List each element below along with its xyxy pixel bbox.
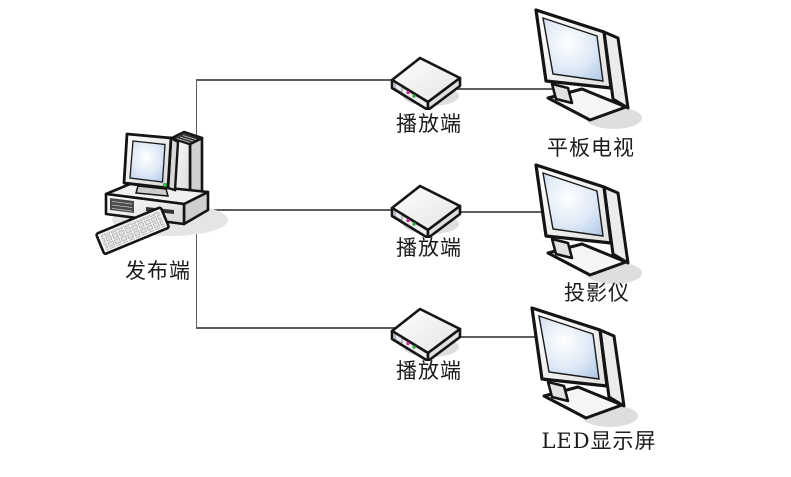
flat-panel-monitor-icon [534,8,642,129]
display-node-1 [528,2,648,137]
display-label-3: LED显示屏 [541,429,657,453]
connector-player3-display3-line [444,336,544,338]
publisher-label: 发布端 [125,259,191,283]
connector-player1-display1-line [444,88,552,90]
screen [538,314,600,380]
display-label-2: 投影仪 [564,281,630,305]
flat-panel-monitor-icon [534,163,642,284]
publisher-node [86,116,238,264]
screen [542,16,604,82]
display-node-3 [524,300,644,435]
connector-top-branch-line [195,79,401,81]
port-dot-green [412,94,416,98]
player-node-1 [383,50,465,110]
power-led [162,182,168,188]
port-connector [394,333,403,345]
flat-panel-monitor-icon [530,306,638,427]
player-node-3 [383,301,465,361]
port-dot-magenta [406,341,410,346]
port-dot-green [412,222,416,226]
port-connector [394,82,403,94]
port-dot-green [412,345,416,349]
set-top-box-icon [390,307,462,361]
player-label-3: 播放端 [396,359,462,383]
display-label-1: 平板电视 [547,136,635,160]
desktop-computer-icon [95,130,228,256]
player-label-1: 播放端 [396,112,462,136]
display-node-2 [528,157,648,292]
screen [542,171,604,237]
port-dot-magenta [406,90,410,95]
set-top-box-icon [390,184,462,238]
port-connector [394,210,403,222]
set-top-box-icon [390,56,462,110]
player-label-2: 播放端 [396,236,462,260]
connector-player2-display2-line [444,211,548,213]
connector-middle-branch-line [214,209,400,211]
connector-bottom-branch-line [195,327,401,329]
player-node-2 [383,178,465,238]
port-dot-magenta [406,218,410,223]
